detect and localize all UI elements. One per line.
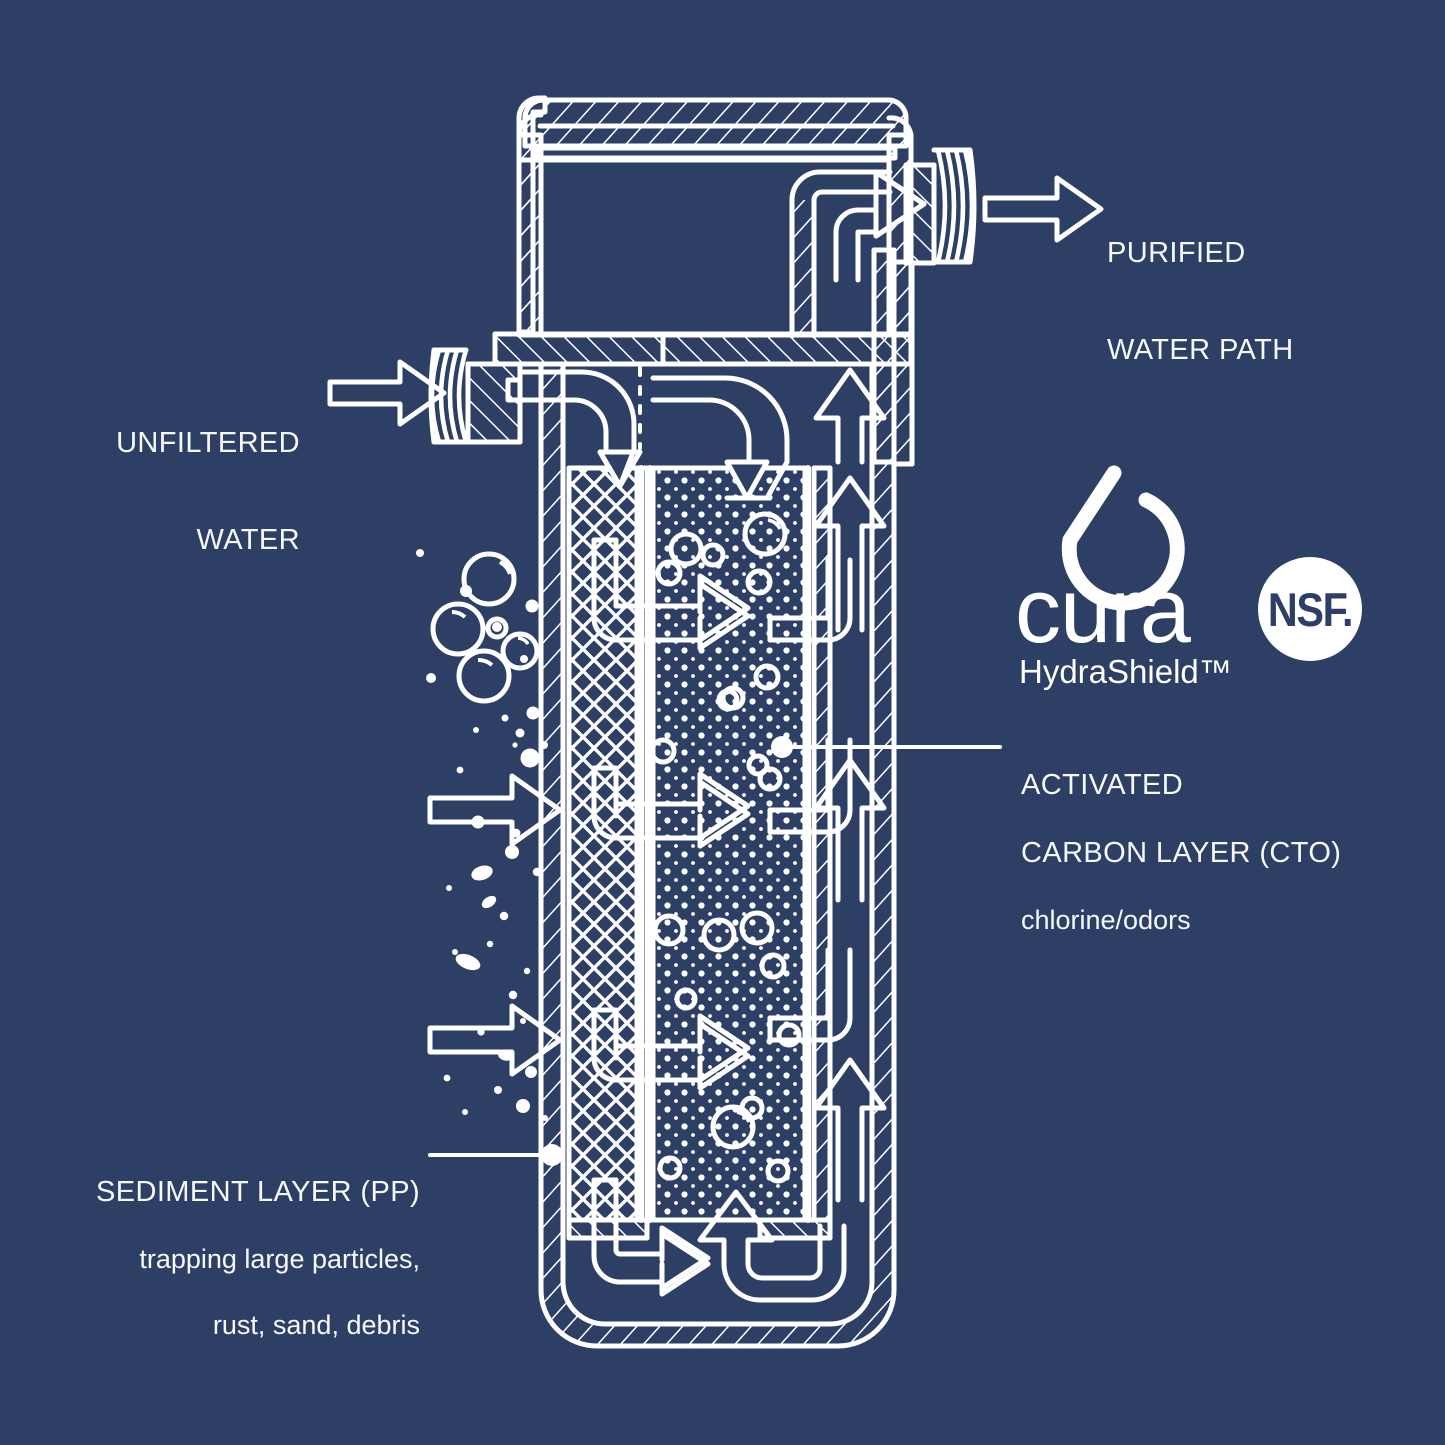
flow-bottom-sump bbox=[591, 1177, 847, 1303]
sediment-layer-line1: SEDIMENT LAYER (PP) bbox=[96, 1175, 420, 1208]
cap-riser-inner-wall bbox=[871, 247, 915, 467]
nsf-seal-icon bbox=[1258, 557, 1362, 661]
flow-inlet-arrows bbox=[505, 369, 790, 501]
brand-product-name: HydraShield™ bbox=[1019, 653, 1232, 690]
cartridge-end-caps bbox=[566, 1217, 833, 1241]
brand-name: cura bbox=[1015, 560, 1191, 662]
sediment-layer-line3: rust, sand, debris bbox=[212, 1310, 420, 1341]
carbon-layer-label: ACTIVATED CARBON LAYER (CTO) chlorine/od… bbox=[1021, 733, 1341, 971]
purified-water-line2: WATER PATH bbox=[1107, 334, 1294, 367]
bubble-field-left bbox=[430, 551, 540, 704]
housing-sump bbox=[538, 361, 897, 1349]
inlet-port bbox=[428, 347, 523, 445]
carbon-layer-line1: ACTIVATED bbox=[1021, 768, 1184, 801]
flow-annulus-up bbox=[813, 367, 887, 1203]
housing-cap bbox=[522, 97, 909, 161]
unfiltered-water-line1: UNFILTERED bbox=[116, 426, 300, 459]
bubble-field-core bbox=[649, 511, 802, 1184]
leader-carbon bbox=[771, 736, 1002, 758]
unfiltered-callout-arrow bbox=[327, 359, 447, 427]
carbon-layer-line2: CARBON LAYER (CTO) bbox=[1021, 837, 1342, 870]
purified-callout-arrow bbox=[982, 175, 1104, 243]
unfiltered-water-line2: WATER bbox=[196, 524, 300, 557]
external-inflow-arrows bbox=[427, 773, 563, 1077]
cap-riser-channel bbox=[789, 169, 893, 339]
carbon-layer-line3: chlorine/odors bbox=[1021, 905, 1191, 936]
outlet-port bbox=[903, 147, 977, 266]
purified-water-label: PURIFIED WATER PATH bbox=[1107, 172, 1294, 432]
nsf-seal-text: NSF. bbox=[1267, 583, 1354, 636]
flow-through-media bbox=[591, 537, 751, 1091]
sediment-layer-line2: trapping large particles, bbox=[139, 1244, 420, 1275]
particle-field bbox=[416, 549, 548, 1121]
unfiltered-water-label: UNFILTERED WATER bbox=[0, 362, 300, 622]
outlet-elbow-flow bbox=[833, 169, 927, 283]
sediment-layer-label: SEDIMENT LAYER (PP) trapping large parti… bbox=[0, 1140, 420, 1376]
water-droplet-icon bbox=[1061, 465, 1185, 611]
leader-sediment bbox=[428, 1144, 563, 1166]
purified-water-line1: PURIFIED bbox=[1107, 236, 1246, 269]
cap-flange bbox=[492, 331, 914, 367]
sediment-layer-pp bbox=[566, 465, 650, 1223]
